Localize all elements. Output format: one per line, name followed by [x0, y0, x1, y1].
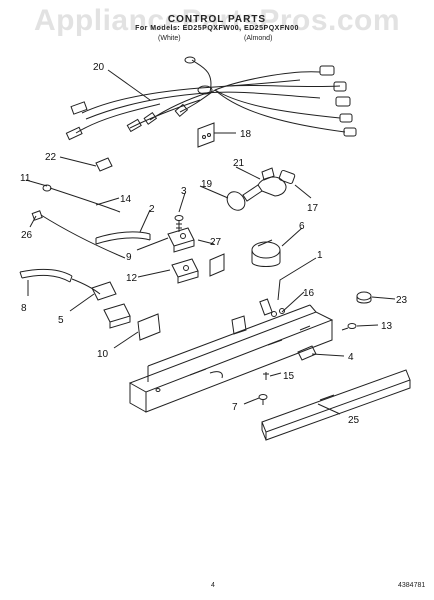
callout-4: 4 — [348, 352, 354, 363]
callout-22: 22 — [45, 152, 57, 163]
callout-23: 23 — [396, 295, 408, 306]
callout-25: 25 — [348, 415, 360, 426]
leader-lines — [25, 69, 396, 415]
page-number: 4 — [211, 582, 215, 589]
insulation-tube — [95, 231, 151, 245]
watermark: AppliancePartsPros.com — [33, 4, 401, 37]
label-sticker — [209, 253, 225, 277]
control-knob — [356, 291, 372, 304]
tube-wire — [71, 278, 101, 295]
color-variant-almond: (Almond) — [244, 35, 273, 42]
callout-12: 12 — [126, 273, 138, 284]
color-variant-white: (White) — [158, 35, 181, 42]
screws — [271, 308, 285, 317]
callout-8: 8 — [21, 303, 27, 314]
callout-9: 9 — [126, 252, 132, 263]
callout-5: 5 — [58, 315, 64, 326]
screw — [174, 215, 184, 232]
callout-6: 6 — [299, 221, 305, 232]
lamp-socket-assembly — [226, 167, 296, 211]
mounting-screw — [341, 323, 357, 331]
callout-19: 19 — [201, 179, 213, 190]
callout-7: 7 — [232, 402, 238, 413]
wiring-harness — [65, 56, 357, 141]
callout-10: 10 — [97, 349, 109, 360]
thermostat — [251, 239, 281, 267]
terminal-plate — [197, 122, 215, 148]
callout-1: 1 — [317, 250, 323, 261]
switch — [167, 227, 195, 253]
callout-labels: 20 18 22 21 11 14 3 19 17 2 26 27 6 9 1 … — [20, 62, 408, 426]
callout-18: 18 — [240, 129, 252, 140]
callout-3: 3 — [181, 186, 187, 197]
diagram-title: CONTROL PARTS — [167, 14, 267, 25]
callout-14: 14 — [120, 194, 132, 205]
switch-assembly — [91, 281, 131, 329]
door-switch — [171, 258, 199, 284]
callout-11: 11 — [20, 173, 31, 184]
retainer-clip — [297, 345, 317, 361]
tube — [19, 268, 73, 283]
callout-20: 20 — [93, 62, 105, 73]
callout-17: 17 — [307, 203, 319, 214]
control-housing — [128, 298, 334, 413]
callout-16: 16 — [303, 288, 315, 299]
small-screws — [258, 372, 269, 405]
callout-26: 26 — [21, 230, 33, 241]
sensor-cable — [31, 184, 126, 259]
trim-panel — [261, 369, 411, 441]
document-number: 4384781 — [398, 582, 426, 589]
model-numbers: For Models: ED25PQXFW00, ED25PQXFN00 — [135, 25, 299, 32]
wiring-label — [137, 313, 161, 341]
callout-2: 2 — [149, 204, 155, 215]
callout-15: 15 — [283, 371, 295, 382]
wire-clip — [95, 157, 113, 172]
callout-27: 27 — [210, 237, 222, 248]
callout-21: 21 — [233, 158, 245, 169]
callout-13: 13 — [381, 321, 393, 332]
